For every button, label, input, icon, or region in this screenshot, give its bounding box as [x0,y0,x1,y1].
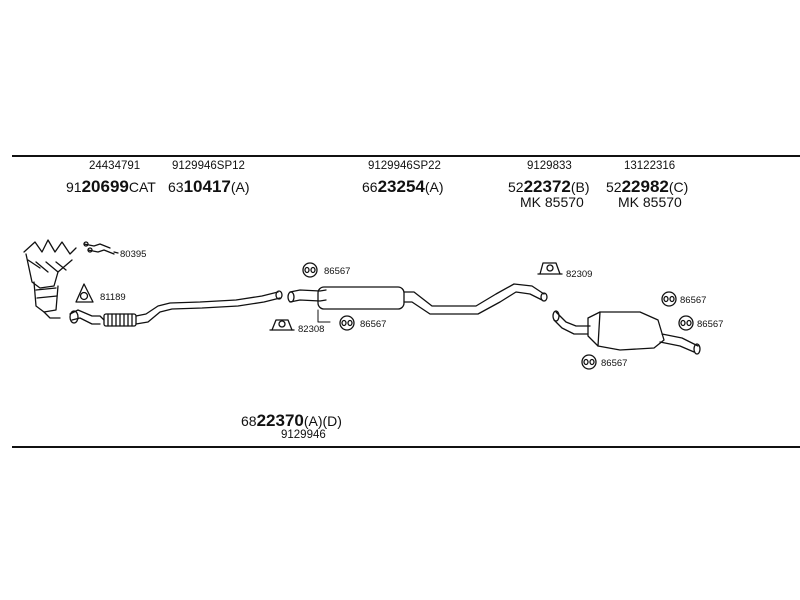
front-pipe-part-number: 6310417(A) [168,178,250,195]
rubber-mount-86567-a-drawing [302,262,318,278]
callout-86567: 86567 [324,266,351,277]
complete-system-ref-number: 9129946 [281,429,326,441]
middle-silencer-part-number: 6623254(A) [362,178,444,195]
rubber-mount-86567-e-drawing [581,354,597,370]
callout-86567: 86567 [680,295,707,306]
catalyst-part-number: 9120699CAT [66,178,156,195]
callout-80395: 80395 [120,249,147,260]
rear-silencer-c-mounting-kit: MK 85570 [618,194,682,210]
part-suffix: (A) [424,179,444,195]
complete-system-part-number: 6822370(A)(D) [241,412,342,429]
rear-silencer-drawing [552,310,701,355]
part-prefix: 52 [606,179,622,195]
part-main: 20699 [81,177,129,196]
top-rule [12,155,800,157]
rubber-mount-86567-b-drawing [339,315,355,331]
rear-silencer-c-ref-number: 13122316 [624,160,676,172]
part-main: 22372 [523,177,571,196]
clamp-82308-drawing [269,319,295,331]
part-main: 22982 [621,177,669,196]
gasket-81189-drawing [75,283,94,303]
bottom-rule [12,446,800,448]
rear-silencer-c-part-number: 5222982(C) [606,178,688,195]
part-main: 22370 [256,411,304,430]
callout-86567: 86567 [601,358,628,369]
studs-80395-drawing [83,241,115,255]
part-prefix: 52 [508,179,524,195]
rear-silencer-b-mounting-kit: MK 85570 [520,194,584,210]
catalyst-ref-number: 24434791 [89,160,141,172]
callout-82309: 82309 [566,269,593,280]
callout-86567: 86567 [360,319,387,330]
callout-86567: 86567 [697,319,724,330]
rubber-mount-86567-c-drawing [661,291,677,307]
part-suffix: (C) [668,179,689,195]
callout-82308: 82308 [298,324,325,335]
part-prefix: 91 [66,179,82,195]
part-main: 23254 [377,177,425,196]
front-pipe-drawing [69,290,283,327]
callout-81189: 81189 [100,292,126,303]
part-prefix: 68 [241,413,257,429]
manifold-catalyst-drawing [23,239,77,319]
rubber-mount-86567-d-drawing [678,315,694,331]
part-prefix: 66 [362,179,378,195]
part-prefix: 63 [168,179,184,195]
middle-silencer-ref-number: 9129946SP22 [368,160,441,172]
part-suffix: CAT [128,179,156,195]
middle-silencer-drawing [287,283,548,323]
part-suffix: (A)(D) [303,413,342,429]
leader-line [113,251,119,254]
front-pipe-ref-number: 9129946SP12 [172,160,245,172]
rear-silencer-b-part-number: 5222372(B) [508,178,590,195]
clamp-82309-drawing [537,262,563,275]
part-suffix: (A) [230,179,250,195]
rear-silencer-b-ref-number: 9129833 [527,160,572,172]
part-main: 10417 [183,177,231,196]
part-suffix: (B) [570,179,590,195]
